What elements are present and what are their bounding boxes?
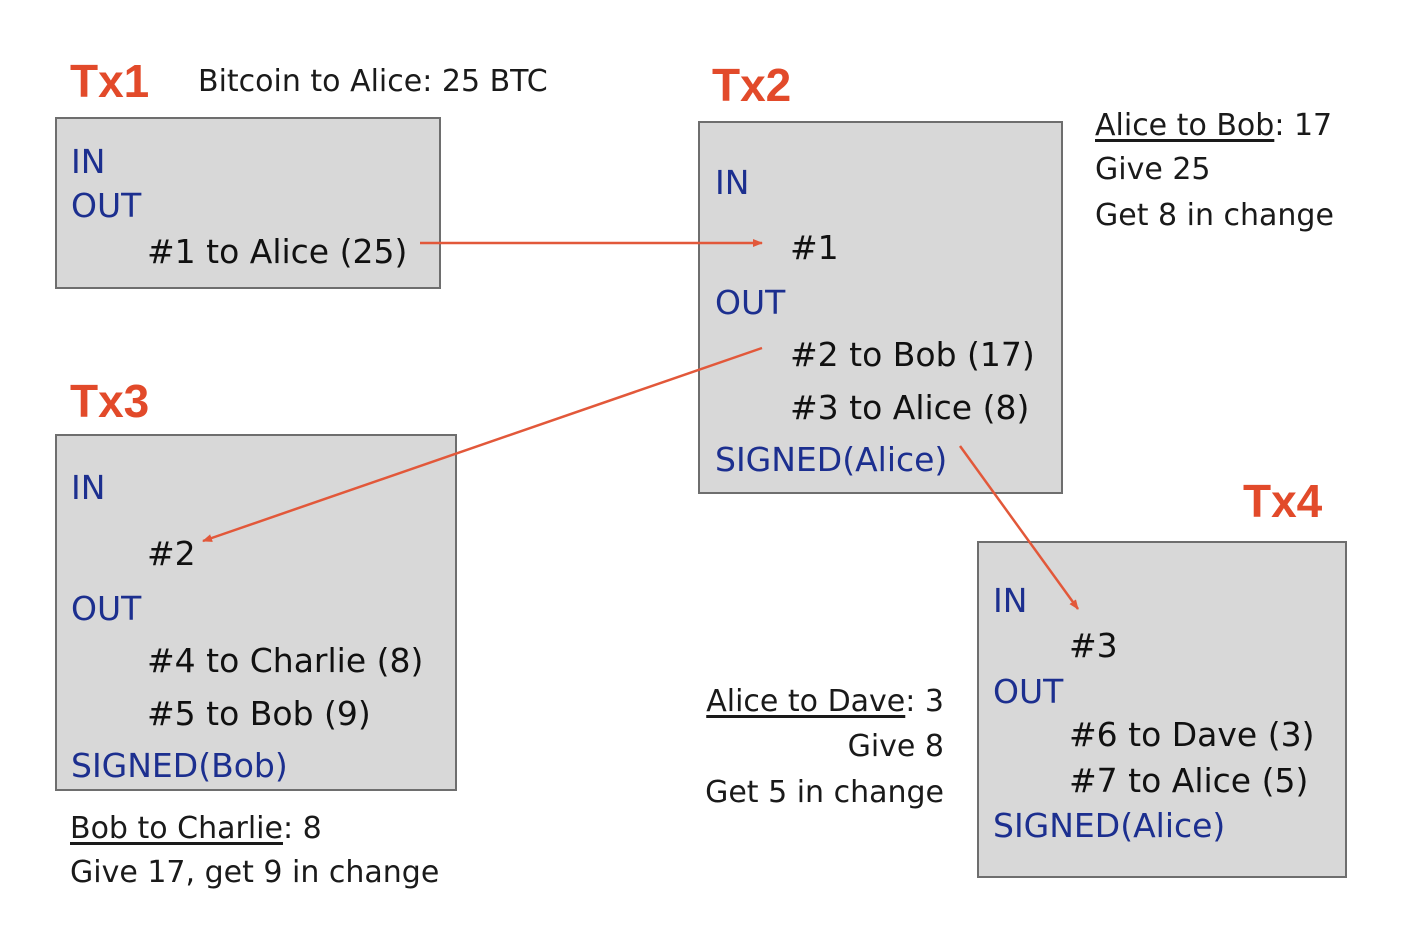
tx4-box: IN #3 OUT #6 to Dave (3) #7 to Alice (5)… [977,541,1347,878]
tx2-note-line2: Give 25 [1095,152,1211,187]
tx4-note-amount: : 3 [905,684,944,719]
tx2-note-line3: Get 8 in change [1095,198,1334,233]
tx1-title: Tx1 [70,55,150,107]
tx3-note-amount: : 8 [282,811,322,846]
tx4-signed: SIGNED(Alice) [993,806,1226,845]
tx3-note-line1: Bob to Charlie: 8 [70,814,322,844]
tx1-box: IN OUT #1 to Alice (25) [55,117,441,289]
tx4-note-line1: Alice to Dave: 3 [706,687,944,717]
tx2-note-parties: Alice to Bob [1095,108,1275,143]
tx4-output-7: #7 to Alice (5) [1069,761,1309,800]
tx2-output-2: #2 to Bob (17) [790,335,1035,374]
tx2-in-label: IN [715,163,750,202]
tx2-note-line1: Alice to Bob: 17 [1095,111,1332,141]
tx4-in-label: IN [993,581,1028,620]
tx2-out-label: OUT [715,283,786,322]
tx2-input-1: #1 [790,228,839,267]
tx1-out-label: OUT [71,186,142,225]
tx4-note-parties: Alice to Dave [706,684,906,719]
tx3-note-parties: Bob to Charlie [70,811,283,846]
tx2-note-amount: : 17 [1274,108,1333,143]
tx4-note-line3: Get 5 in change [705,775,944,810]
tx3-input-2: #2 [147,534,196,573]
tx3-note-line2: Give 17, get 9 in change [70,855,440,890]
tx3-output-5: #5 to Bob (9) [147,694,371,733]
tx3-output-4: #4 to Charlie (8) [147,641,424,680]
tx4-note-line2: Give 8 [847,729,944,764]
tx4-title: Tx4 [1243,475,1323,527]
tx2-box: IN #1 OUT #2 to Bob (17) #3 to Alice (8)… [698,121,1063,494]
tx4-out-label: OUT [993,672,1064,711]
tx3-box: IN #2 OUT #4 to Charlie (8) #5 to Bob (9… [55,434,457,791]
tx1-in-label: IN [71,142,106,181]
tx4-output-6: #6 to Dave (3) [1069,715,1315,754]
tx3-out-label: OUT [71,589,142,628]
tx3-title: Tx3 [70,375,150,427]
tx2-output-3: #3 to Alice (8) [790,388,1030,427]
tx3-in-label: IN [71,468,106,507]
tx2-title: Tx2 [712,59,792,111]
tx1-output-1: #1 to Alice (25) [147,232,408,271]
tx4-input-3: #3 [1069,626,1118,665]
tx3-signed: SIGNED(Bob) [71,746,288,785]
tx2-signed: SIGNED(Alice) [715,440,948,479]
tx1-caption: Bitcoin to Alice: 25 BTC [198,64,548,99]
